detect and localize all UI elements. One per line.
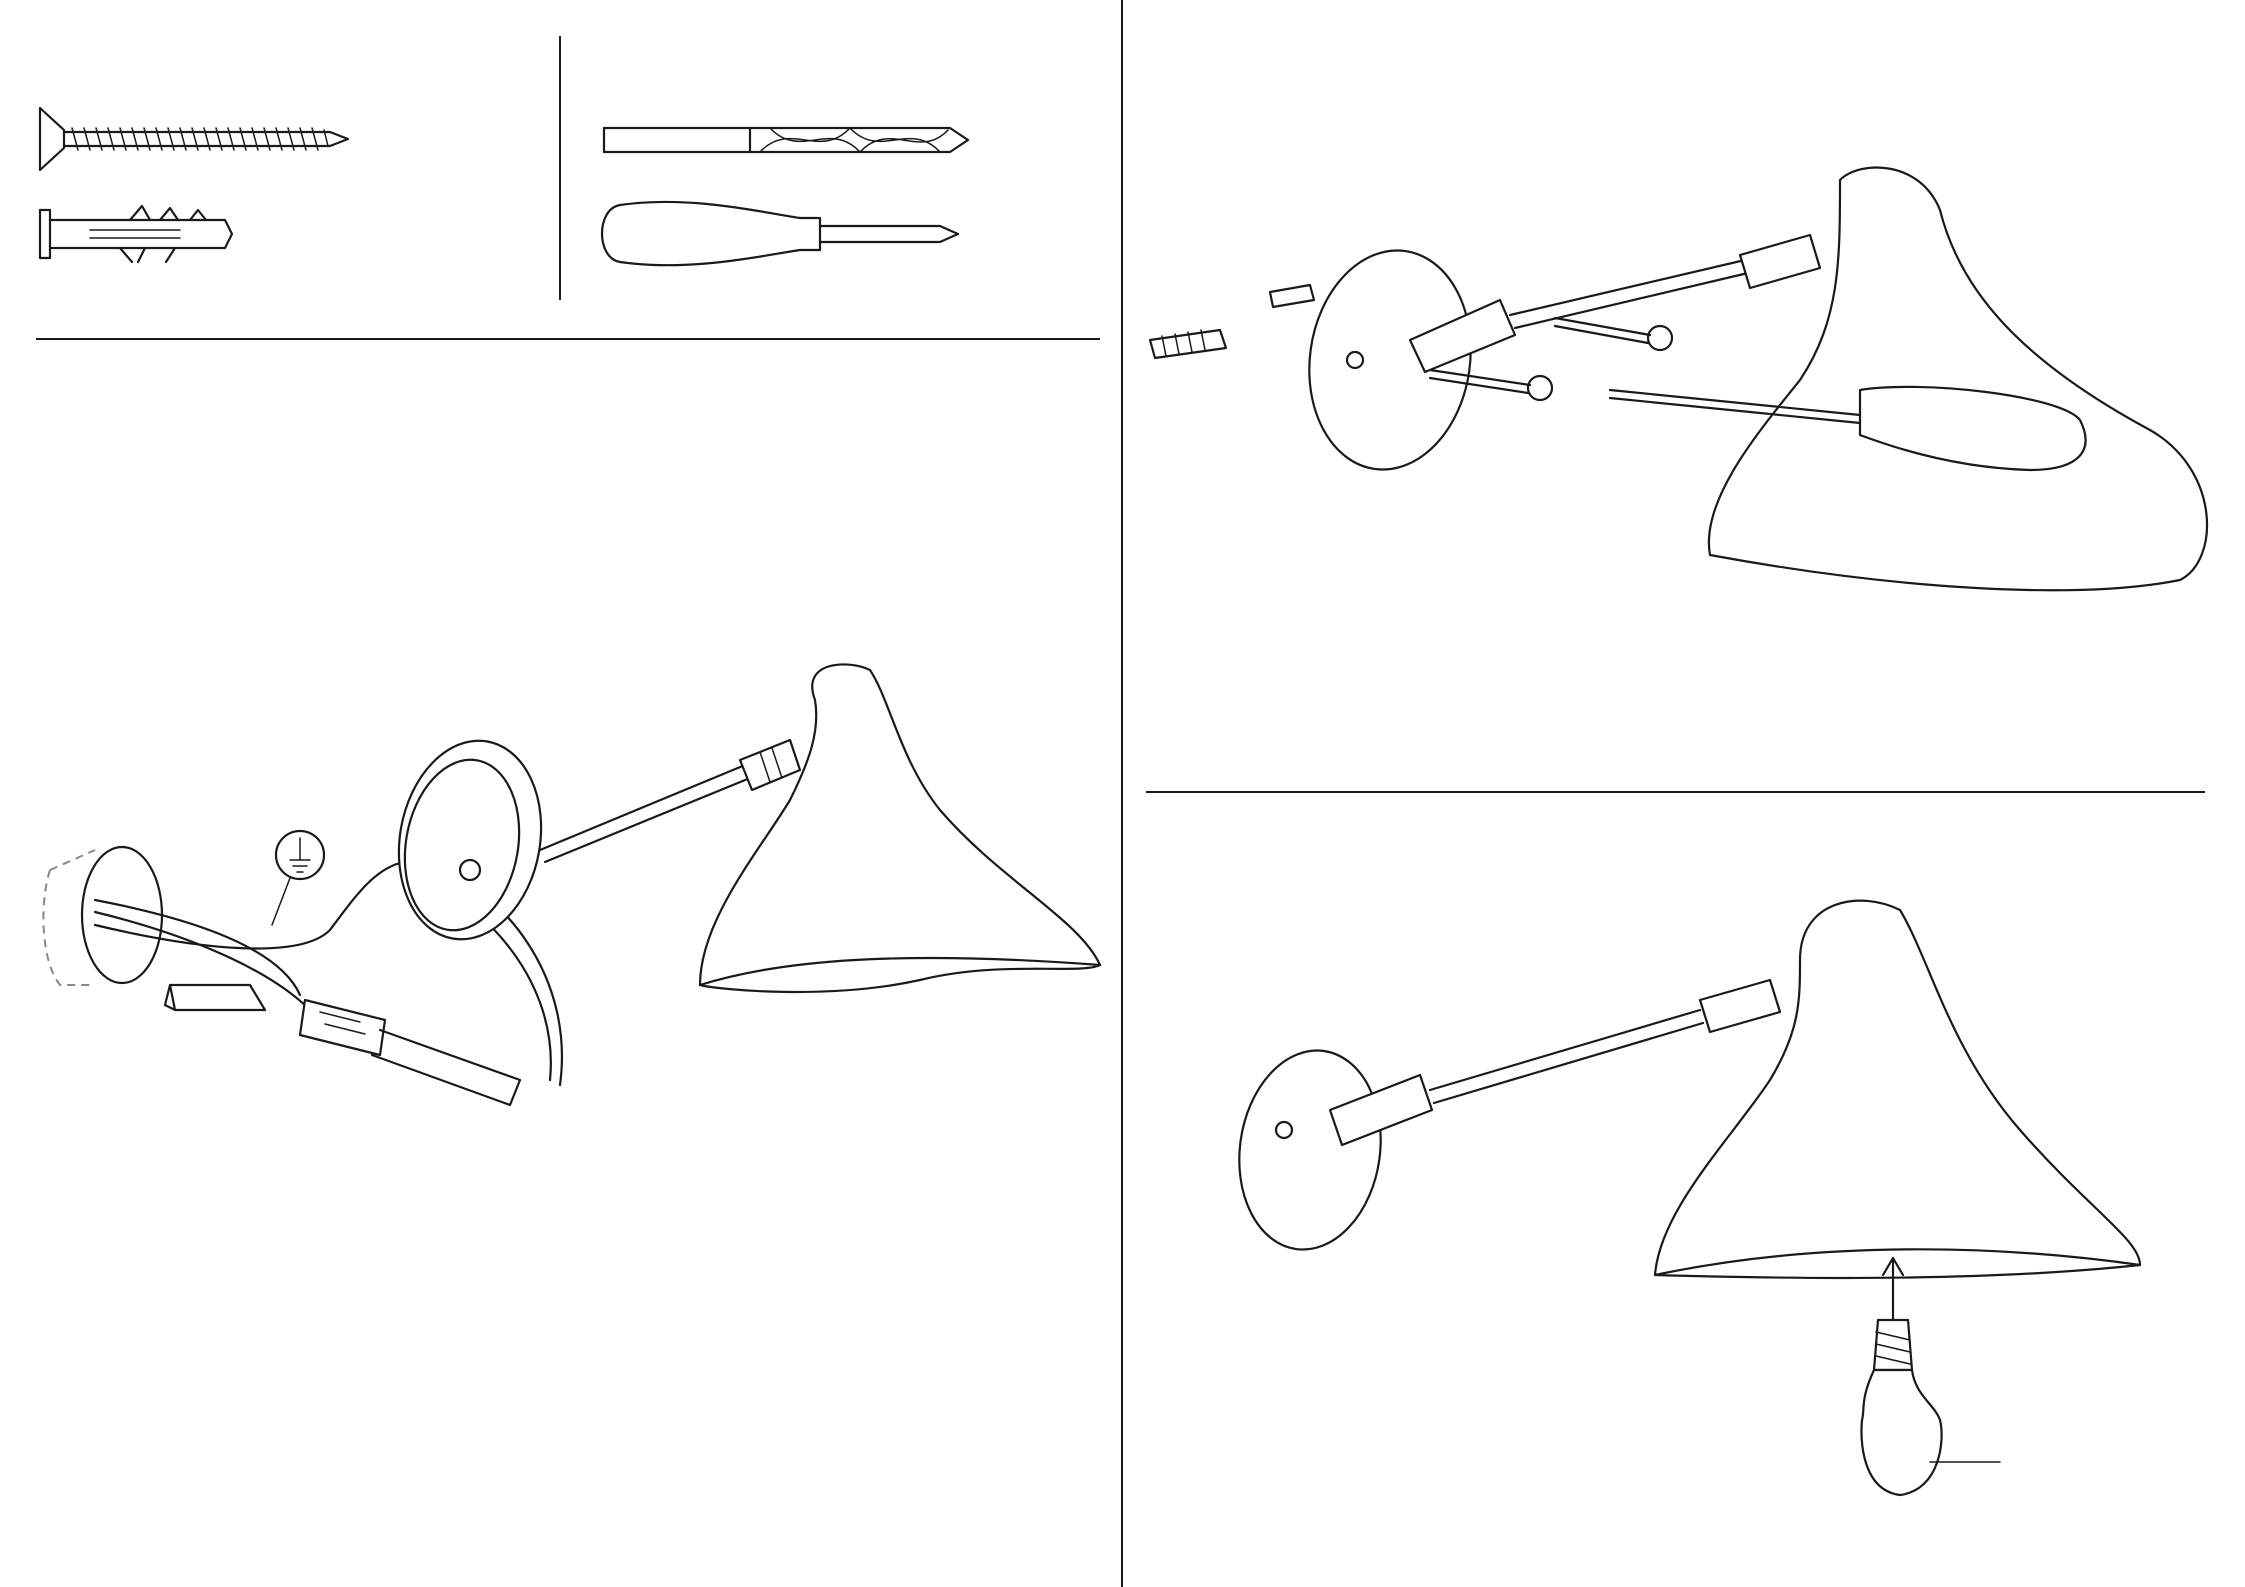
bulb-panel-wall-plate (1227, 1041, 1393, 1259)
earth-symbol-icon (272, 831, 324, 925)
junction-bracket (165, 985, 265, 1010)
drill-bit-icon (604, 128, 968, 152)
wall-opening (82, 847, 162, 983)
mounting-lamp-shade (1709, 168, 2207, 591)
wall-box-outline (43, 850, 95, 985)
bulb-panel-lamp-shade (1655, 901, 2140, 1278)
mounting-arm (1510, 260, 1748, 328)
bulb-panel (1227, 901, 2140, 1495)
wall-plug-2 (1270, 285, 1314, 307)
screw-2 (1555, 318, 1650, 343)
bulb-panel-swivel-joint (1700, 980, 1780, 1032)
screwdriver-icon (602, 202, 958, 265)
bulb-panel-arm (1430, 1010, 1703, 1103)
lamp-arm (540, 765, 750, 862)
wood-screw-icon (40, 108, 348, 170)
wall-plate (384, 729, 557, 950)
earth-wire (95, 860, 420, 949)
mounting-panel (1150, 168, 2207, 591)
lamp-shade (700, 664, 1100, 992)
wiring-panel (43, 664, 1100, 1105)
mounting-swivel-joint (1740, 235, 1820, 288)
wall-plug-icon (40, 206, 232, 262)
terminal-block (300, 1000, 385, 1055)
mains-cable (372, 1030, 520, 1105)
tools-panel (40, 108, 968, 265)
light-bulb-icon (1861, 1320, 2000, 1495)
